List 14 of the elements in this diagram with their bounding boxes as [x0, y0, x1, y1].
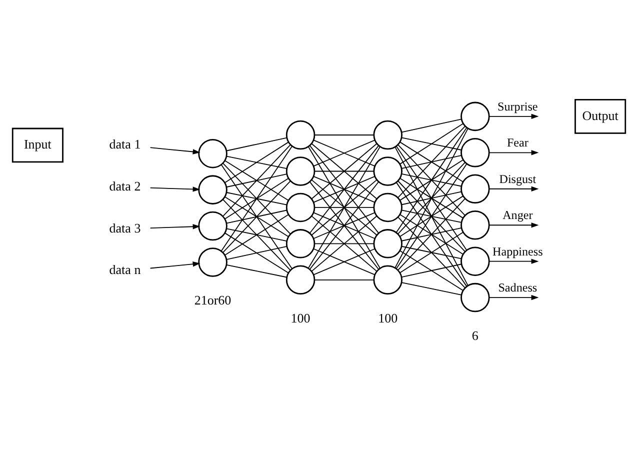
node-text: data 3 [109, 220, 141, 236]
node-label: Sadness [498, 280, 538, 295]
node-label: Happiness [492, 244, 543, 258]
node-text: data 2 [109, 178, 141, 194]
node-label: Disgust [499, 172, 536, 186]
label: 100 [290, 310, 310, 326]
node-text: data n [109, 262, 141, 278]
label: 100 [378, 310, 398, 326]
label: 6 [472, 328, 478, 343]
node-text: data 1 [109, 136, 141, 152]
node-label: Surprise [498, 99, 538, 114]
label: 21or60 [194, 292, 232, 308]
node-label: Anger [502, 208, 533, 222]
node-label: Fear [506, 136, 528, 150]
